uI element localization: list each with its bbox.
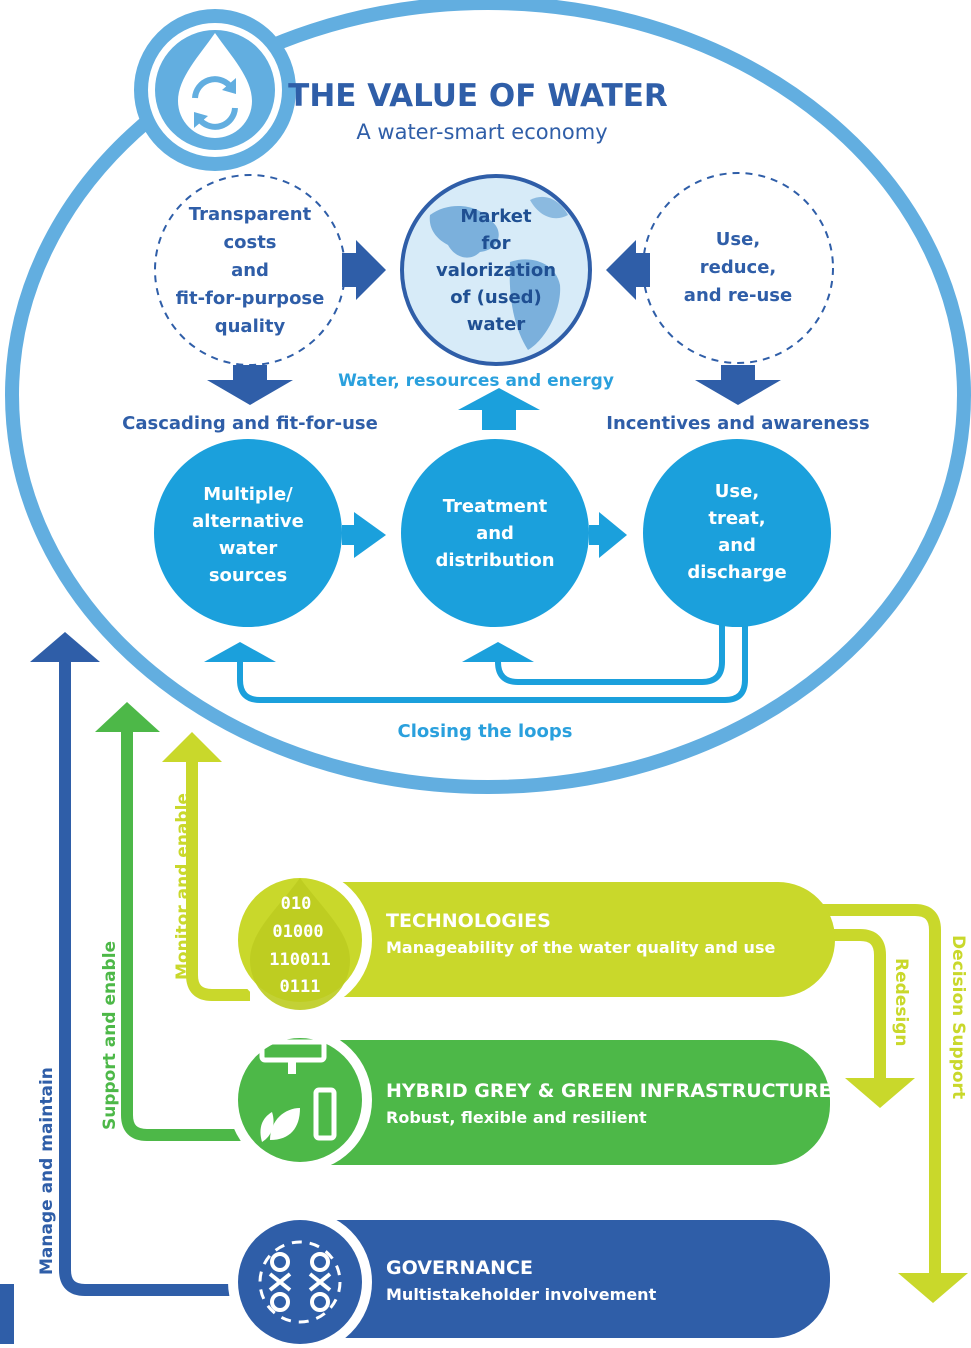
arrow-down-left	[207, 365, 293, 405]
costs-line-1: Transparent	[189, 204, 312, 225]
arrow-down-right	[695, 365, 781, 405]
binary-line-3: 110011	[269, 950, 330, 970]
globe-line-3: valorization	[436, 260, 556, 281]
dashed-right-text: Use, reduce, and re-use	[684, 229, 792, 306]
arrow-treatment-to-use	[589, 512, 627, 558]
binary-line-4: 0111	[280, 977, 321, 997]
circle-3-text: Use, treat, and discharge	[687, 481, 786, 583]
binary-drop-icon: 010 01000 110011 0111	[228, 868, 372, 1012]
redesign-arrow	[820, 929, 915, 1108]
globe-text: Market for valorization of (used) water	[436, 206, 556, 335]
diagram-title: THE VALUE OF WATER	[288, 78, 668, 114]
pipe-leaf-icon	[228, 1028, 372, 1172]
circle-2-text: Treatment and distribution	[435, 496, 554, 571]
c1-line-3: water	[219, 538, 278, 559]
infrastructures-title: HYBRID GREY & GREEN INFRASTRUCTURES	[386, 1080, 845, 1102]
circle-1-text: Multiple/ alternative water sources	[192, 484, 304, 586]
c1-line-4: sources	[209, 565, 287, 586]
decision-support-label: Decision Support	[948, 935, 968, 1099]
decision-support-arrow	[820, 904, 968, 1303]
globe-line-4: of (used)	[450, 287, 542, 308]
governance-pill	[245, 1220, 830, 1338]
diagram-subtitle: A water-smart economy	[356, 120, 607, 144]
binary-line-1: 010	[281, 894, 312, 914]
water-drop-refresh-icon	[134, 9, 296, 171]
incentives-label: Incentives and awareness	[606, 413, 869, 434]
arrow-up-to-market	[458, 388, 540, 430]
technologies-pill	[245, 882, 835, 997]
stakeholders-icon	[228, 1210, 372, 1348]
c3-line-1: Use,	[715, 481, 759, 502]
support-enable-arrow	[95, 702, 250, 1141]
c3-line-4: discharge	[687, 562, 786, 583]
circle-use-treat	[643, 439, 831, 627]
c3-line-3: and	[718, 535, 756, 556]
globe-line-5: water	[467, 314, 526, 335]
c2-line-1: Treatment	[443, 496, 548, 517]
circle-treatment	[401, 439, 589, 627]
reuse-line-2: reduce,	[700, 257, 777, 278]
technologies-subtitle: Manageability of the water quality and u…	[386, 938, 775, 957]
c1-line-2: alternative	[192, 511, 304, 532]
circle-water-sources	[154, 439, 342, 627]
closing-loops-arrows	[204, 622, 748, 703]
dashed-circle-reuse	[642, 172, 834, 364]
c1-line-1: Multiple/	[203, 484, 293, 505]
arrow-reuse-to-market	[606, 240, 650, 300]
support-enable-label: Support and enable	[100, 941, 120, 1130]
edge-strip	[0, 1284, 14, 1344]
infrastructures-subtitle: Robust, flexible and resilient	[386, 1108, 647, 1127]
manage-maintain-label: Manage and maintain	[37, 1067, 57, 1275]
redesign-label: Redesign	[891, 958, 911, 1047]
globe-line-2: for	[481, 233, 510, 254]
costs-line-3: and	[231, 260, 269, 281]
cascading-label: Cascading and fit-for-use	[122, 413, 378, 434]
globe-line-1: Market	[460, 206, 532, 227]
monitor-enable-arrow	[162, 732, 250, 1001]
costs-line-2: costs	[223, 232, 276, 253]
dashed-left-text: Transparent costs and fit-for-purpose qu…	[176, 204, 325, 337]
arrow-sources-to-treatment	[342, 512, 386, 558]
reuse-line-3: and re-use	[684, 285, 792, 306]
governance-title: GOVERNANCE	[386, 1257, 533, 1279]
technologies-title: TECHNOLOGIES	[386, 910, 551, 932]
costs-line-4: fit-for-purpose	[176, 288, 325, 309]
water-resources-label: Water, resources and energy	[338, 371, 614, 391]
c2-line-3: distribution	[435, 550, 554, 571]
monitor-enable-label: Monitor and enable	[173, 793, 193, 980]
manage-maintain-arrow	[30, 632, 250, 1296]
costs-line-5: quality	[215, 316, 286, 337]
governance-subtitle: Multistakeholder involvement	[386, 1285, 657, 1304]
reuse-line-1: Use,	[716, 229, 760, 250]
c2-line-2: and	[476, 523, 514, 544]
c3-line-2: treat,	[708, 508, 765, 529]
globe-icon	[400, 174, 592, 366]
infrastructures-pill	[245, 1040, 830, 1165]
binary-line-2: 01000	[272, 922, 323, 942]
arrow-costs-to-market	[342, 240, 386, 300]
closing-loops-label: Closing the loops	[398, 721, 573, 742]
